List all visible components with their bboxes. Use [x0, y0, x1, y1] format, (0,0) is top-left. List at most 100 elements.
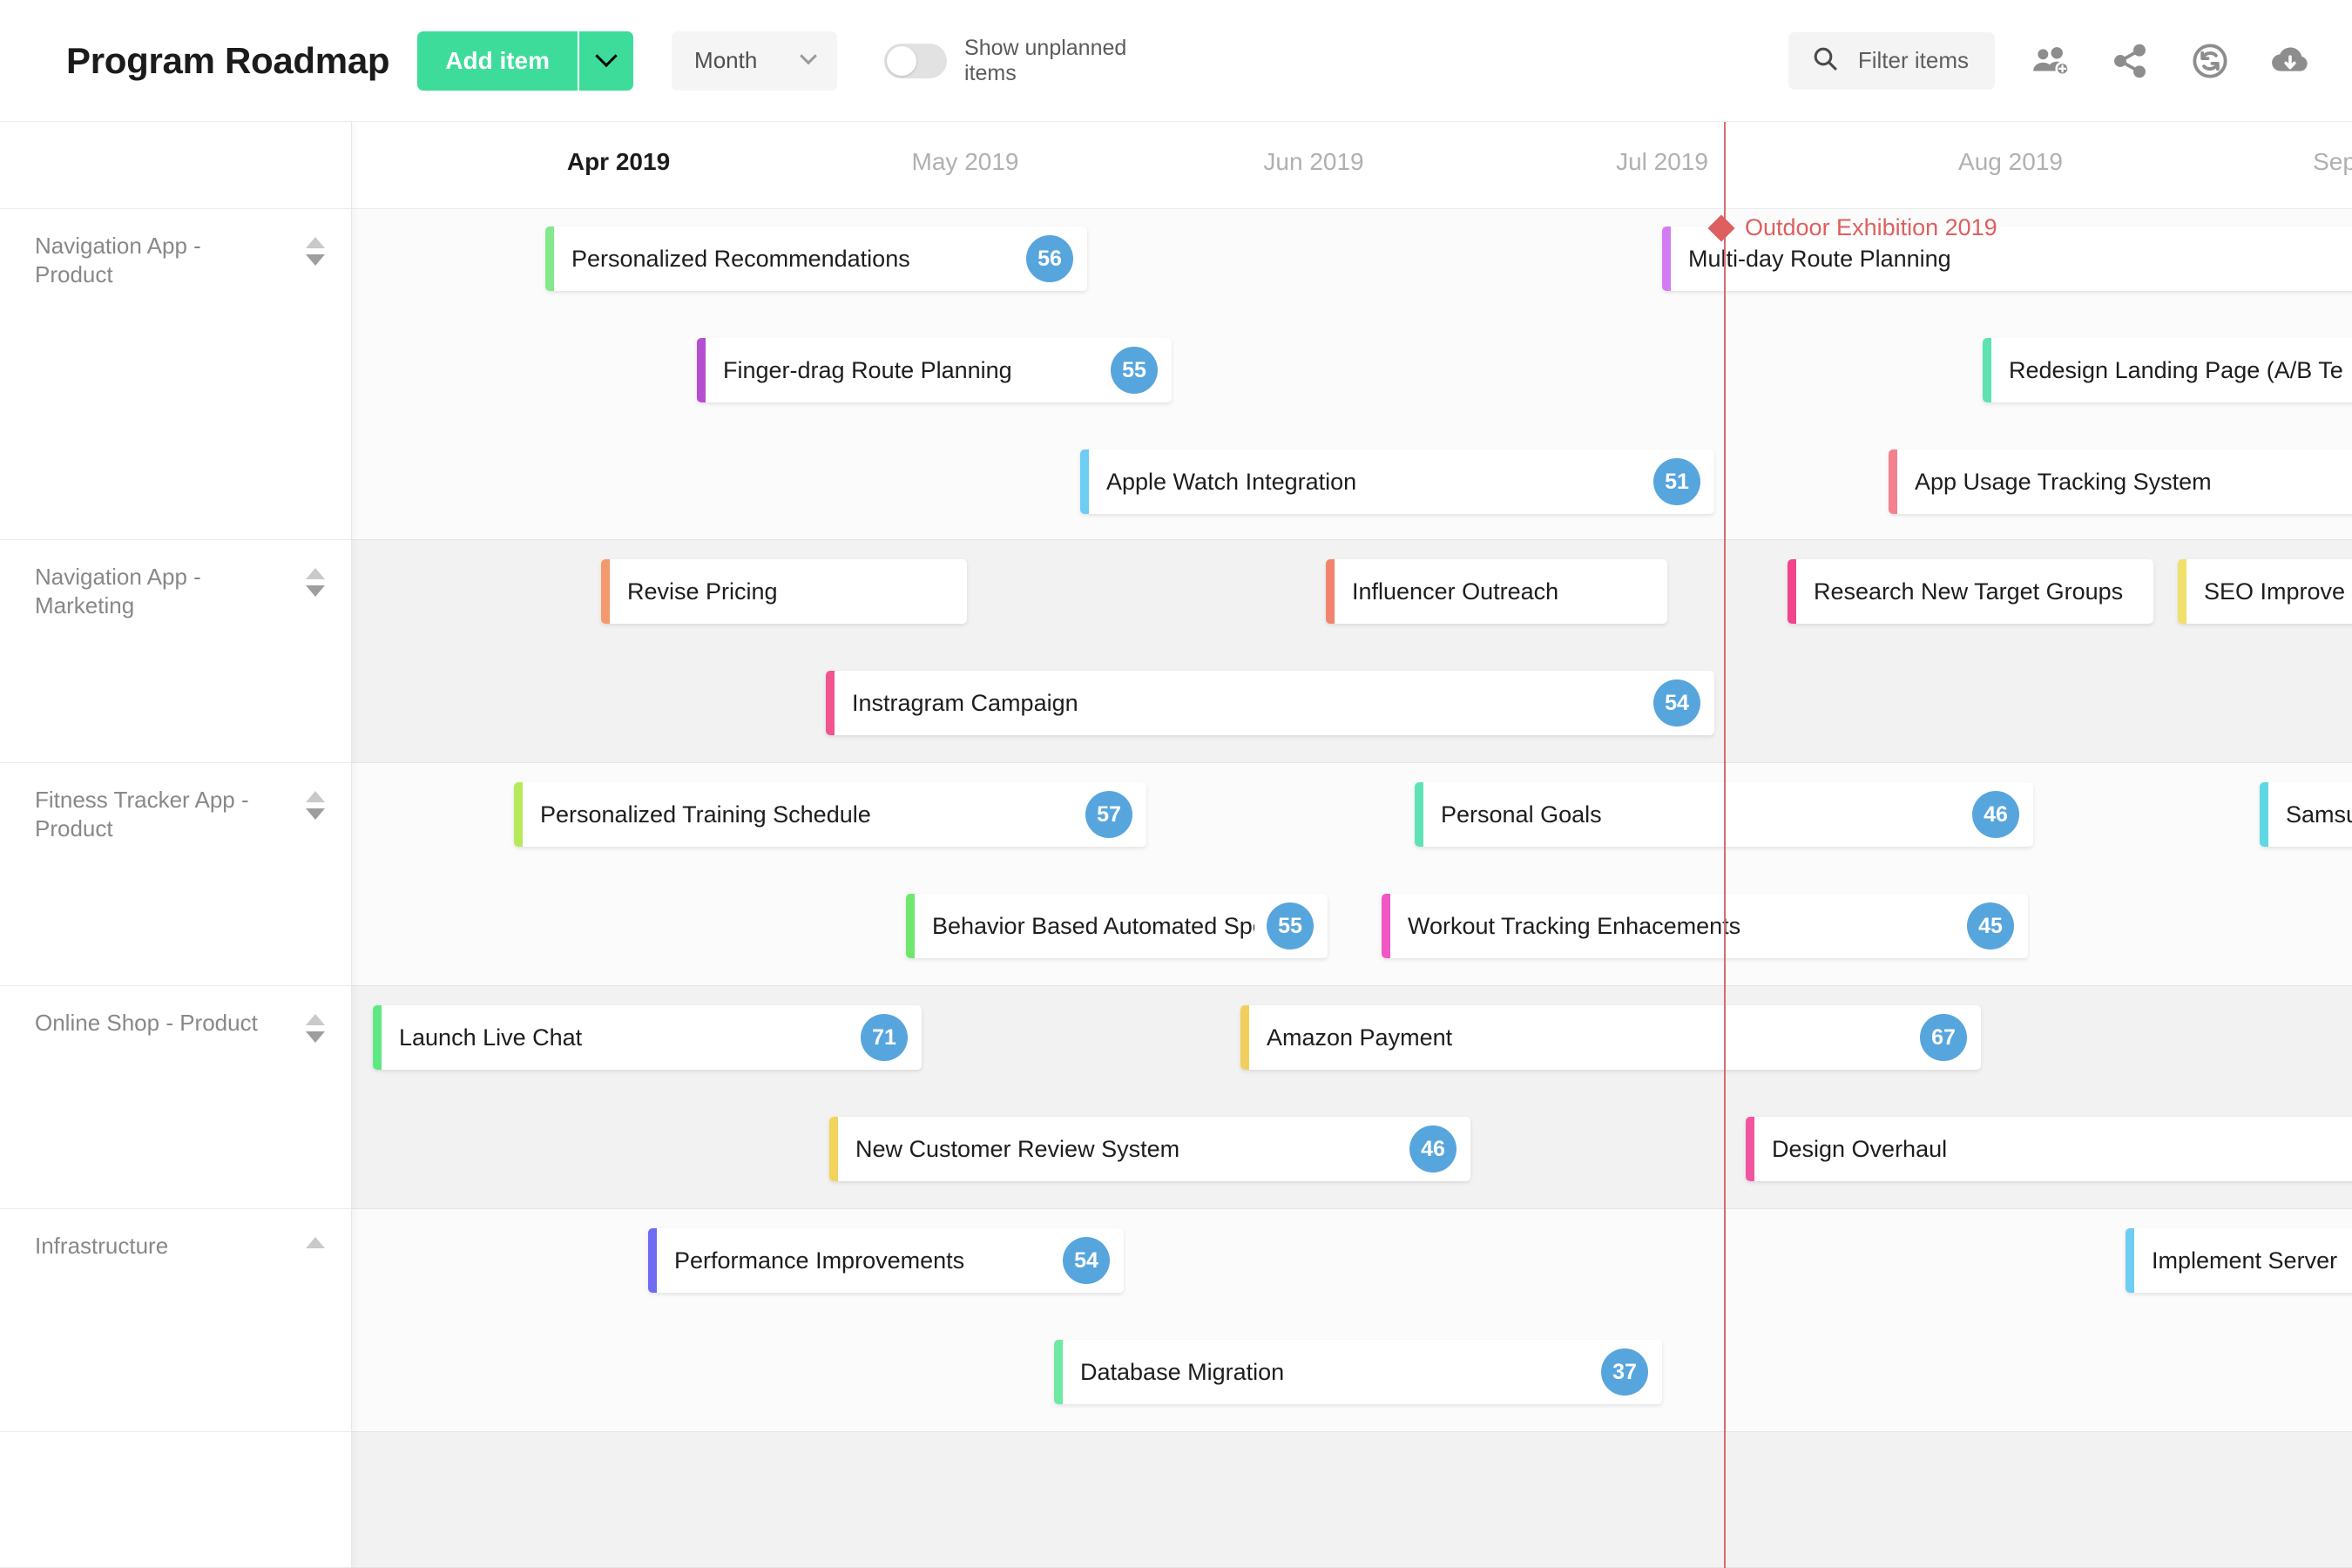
roadmap-item-card[interactable]: Influencer Outreach [1326, 559, 1667, 624]
timeline-row: Revise Pricing Influencer Outreach Researc… [352, 540, 2352, 763]
item-color-bar [2126, 1228, 2134, 1293]
add-people-icon[interactable] [2024, 36, 2075, 86]
item-title: Redesign Landing Page (A/B Te [2009, 356, 2343, 383]
share-icon[interactable] [2105, 36, 2155, 86]
chevron-down-icon [306, 808, 325, 820]
item-color-bar [648, 1228, 657, 1293]
group-label: Fitness Tracker App - Product [35, 787, 249, 841]
chevron-down-icon [595, 44, 618, 67]
item-progress-badge: 51 [1653, 458, 1700, 505]
item-title: Personalized Recommendations [571, 245, 910, 272]
item-progress-badge: 54 [1063, 1237, 1110, 1284]
roadmap-item-card[interactable]: SEO Improve [2178, 559, 2352, 624]
search-icon [1811, 44, 1839, 77]
item-title: Personalized Training Schedule [540, 801, 871, 828]
item-color-bar [1983, 338, 1991, 402]
item-progress-badge: 46 [1972, 791, 2019, 838]
roadmap-item-card[interactable]: Performance Improvements 54 [648, 1228, 1124, 1293]
item-title: Research New Target Groups [1814, 578, 2124, 605]
sidebar-header-spacer [0, 122, 351, 209]
group-label: Infrastructure [35, 1233, 169, 1259]
item-progress-badge: 55 [1111, 347, 1158, 394]
item-title: New Customer Review System [855, 1135, 1180, 1162]
sidebar-group-navigation-app-product[interactable]: Navigation App - Product [0, 209, 351, 540]
item-progress-badge: 37 [1601, 1348, 1648, 1396]
item-title: Finger-drag Route Planning [723, 356, 1012, 383]
group-sort-toggle[interactable] [306, 791, 325, 820]
milestone[interactable]: Outdoor Exhibition 2019 [1707, 213, 1997, 242]
item-title: SEO Improve [2204, 578, 2346, 605]
roadmap-item-card[interactable]: Implement Server [2126, 1228, 2352, 1293]
item-title: Samsung [2286, 801, 2352, 828]
timeline-row: Performance Improvements 54 Implement Serv… [352, 1209, 2352, 1432]
group-sort-toggle[interactable] [306, 237, 325, 266]
milestone-strip: Outdoor Exhibition 2019 [352, 209, 2352, 254]
item-progress-badge: 71 [861, 1014, 908, 1061]
today-marker-line [1724, 122, 1726, 1568]
item-color-bar [1054, 1340, 1063, 1404]
show-unplanned-items-toggle[interactable] [884, 43, 948, 78]
item-title: Performance Improvements [674, 1247, 965, 1274]
add-item-button[interactable]: Add item [417, 30, 578, 91]
add-item-dropdown-button[interactable] [578, 30, 634, 91]
item-title: Personal Goals [1441, 801, 1602, 828]
group-sort-toggle[interactable] [306, 1237, 325, 1254]
top-toolbar: Program Roadmap Add item Month Show unpl… [0, 0, 2352, 122]
sidebar-group-empty[interactable] [0, 1432, 351, 1568]
sidebar-group-fitness-tracker-app-product[interactable]: Fitness Tracker App - Product [0, 763, 351, 986]
diamond-milestone-icon [1707, 213, 1735, 242]
sidebar-group-online-shop-product[interactable]: Online Shop - Product [0, 986, 351, 1209]
sync-icon[interactable] [2185, 36, 2235, 86]
item-color-bar [373, 1005, 382, 1070]
item-color-bar [1788, 559, 1796, 624]
roadmap-item-card[interactable]: Research New Target Groups [1788, 559, 2153, 624]
month-label: Sep [2313, 148, 2352, 175]
item-title: Instragram Campaign [852, 689, 1078, 716]
item-title: Implement Server [2152, 1247, 2338, 1274]
roadmap-item-card[interactable]: Design Overhaul [1746, 1117, 2352, 1181]
toggle-knob [887, 45, 917, 76]
month-label: Jun 2019 [1263, 148, 1364, 175]
filter-items-button[interactable]: Filter items [1788, 31, 1995, 90]
roadmap-item-card[interactable]: Samsung [2260, 782, 2352, 847]
roadmap-item-card[interactable]: Personalized Training Schedule 57 [514, 782, 1146, 847]
roadmap-item-card[interactable]: Multi-day Route Planning [1662, 226, 2352, 291]
item-progress-badge: 46 [1409, 1125, 1456, 1173]
zoom-level-select[interactable]: Month [672, 30, 838, 91]
item-progress-badge: 55 [1267, 902, 1314, 950]
item-color-bar [2260, 782, 2268, 847]
show-unplanned-toggle-group: Show unplanned items [884, 36, 1165, 86]
item-progress-badge: 57 [1085, 791, 1132, 838]
group-sort-toggle[interactable] [306, 1014, 325, 1043]
item-color-bar [1080, 449, 1089, 514]
chevron-down-icon [800, 46, 817, 64]
item-color-bar [1415, 782, 1423, 847]
roadmap-item-card[interactable]: Revise Pricing [601, 559, 967, 624]
roadmap-item-card[interactable]: Finger-drag Route Planning 55 [697, 338, 1172, 402]
roadmap-item-card[interactable]: New Customer Review System 46 [829, 1117, 1470, 1181]
cloud-download-icon[interactable] [2265, 36, 2315, 86]
group-sort-toggle[interactable] [306, 568, 325, 597]
item-color-bar [1662, 226, 1671, 291]
roadmap-item-card[interactable]: App Usage Tracking System [1889, 449, 2352, 514]
item-color-bar [829, 1117, 838, 1181]
roadmap-item-card[interactable]: Redesign Landing Page (A/B Te [1983, 338, 2352, 402]
sidebar-group-navigation-app-marketing[interactable]: Navigation App - Marketing [0, 540, 351, 763]
chevron-up-icon [306, 1014, 325, 1025]
sidebar-group-infrastructure[interactable]: Infrastructure [0, 1209, 351, 1432]
